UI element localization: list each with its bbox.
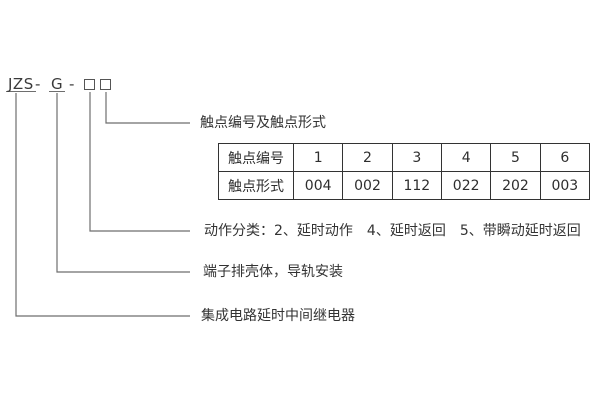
row-header: 触点编号	[218, 143, 294, 172]
label-action-class: 动作分类：2、延时动作 4、延时返回 5、带瞬动延时返回	[204, 223, 581, 239]
table-row: 触点形式 004 002 112 022 202 003	[218, 171, 591, 200]
table-cell: 112	[391, 171, 442, 200]
connector-product	[15, 93, 190, 317]
table-cell: 1	[292, 143, 344, 172]
label-housing: 端子排壳体，导轨安装	[203, 264, 343, 280]
model-series: G	[49, 75, 66, 93]
connector-contact-form	[105, 92, 190, 124]
connector-action-class	[89, 92, 190, 232]
model-prefix: JZS	[6, 75, 36, 93]
separator-dash: -	[35, 75, 41, 93]
label-product: 集成电路延时中间继电器	[201, 308, 355, 324]
table-cell: 003	[539, 171, 591, 200]
label-contact-form: 触点编号及触点形式	[200, 115, 326, 131]
contact-table: 触点编号 1 2 3 4 5 6 触点形式 004 002 112 022 20…	[218, 143, 591, 200]
table-cell: 4	[440, 143, 492, 172]
table-cell: 002	[342, 171, 393, 200]
table-cell: 022	[440, 171, 492, 200]
table-cell: 5	[490, 143, 541, 172]
table-cell: 2	[342, 143, 393, 172]
table-cell: 6	[539, 143, 591, 172]
table-cell: 202	[490, 171, 541, 200]
table-cell: 004	[292, 171, 344, 200]
placeholder-box-icon	[100, 79, 111, 90]
row-header: 触点形式	[218, 171, 294, 200]
placeholder-box-icon	[84, 79, 95, 90]
table-cell: 3	[391, 143, 442, 172]
table-row: 触点编号 1 2 3 4 5 6	[218, 143, 591, 172]
separator-dash: -	[69, 75, 75, 93]
connector-housing	[56, 93, 190, 273]
